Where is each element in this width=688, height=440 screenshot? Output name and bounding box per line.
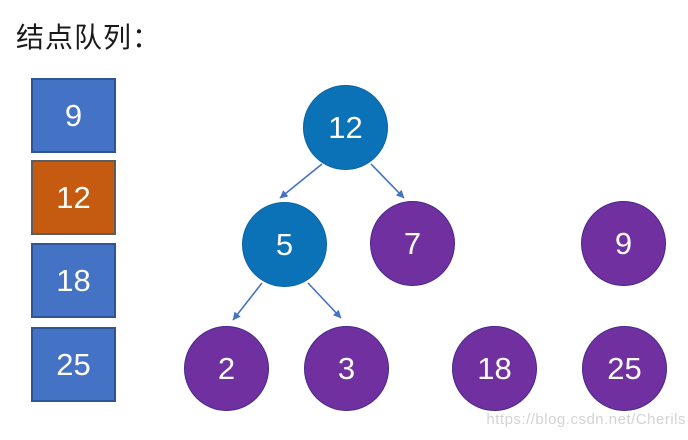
- queue-item-9: 9: [31, 78, 116, 153]
- tree-node-25: 25: [582, 326, 667, 411]
- queue-item-12-current: 12: [31, 160, 116, 235]
- tree-edge-12-7: [370, 163, 405, 199]
- tree-node-5: 5: [242, 202, 327, 287]
- page-title: 结点队列：: [16, 22, 162, 53]
- tree-node-3: 3: [304, 326, 389, 411]
- queue-item-25: 25: [31, 327, 116, 402]
- tree-edge-5-3: [307, 282, 342, 319]
- tree-edge-12-5: [279, 163, 323, 199]
- tree-node-9: 9: [581, 201, 666, 286]
- tree-node-7: 7: [370, 201, 455, 286]
- tree-node-12: 12: [303, 85, 388, 170]
- watermark: https://blog.csdn.net/Cherils: [486, 411, 686, 428]
- tree-node-2: 2: [184, 326, 269, 411]
- tree-node-18: 18: [452, 326, 537, 411]
- queue-item-18: 18: [31, 243, 116, 318]
- tree-edge-5-2: [232, 282, 263, 321]
